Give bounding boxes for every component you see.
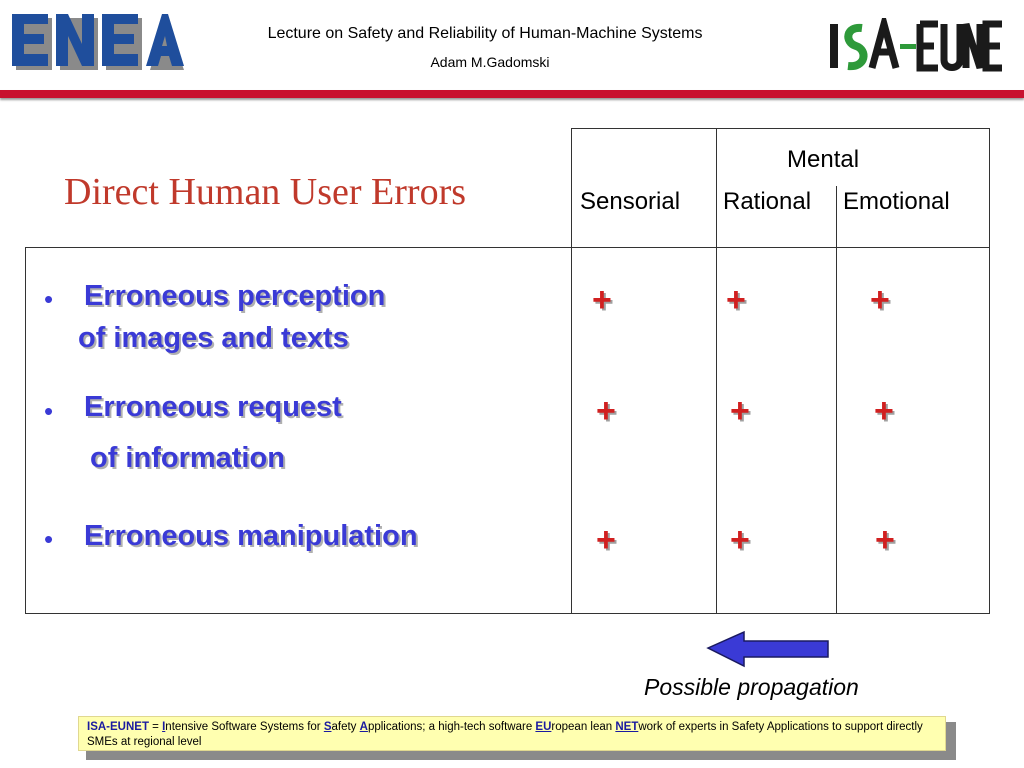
- header-author: Adam M.Gadomski: [430, 54, 550, 70]
- row-3-rational-mark: +: [730, 521, 750, 559]
- column-header-sensorial: Sensorial: [580, 188, 681, 215]
- row-1-label-line2: of images and texts: [78, 322, 349, 354]
- row-3-label: Erroneous manipulation: [84, 520, 418, 552]
- row-2-label-line1: Erroneous request: [84, 391, 342, 423]
- table-border: [25, 247, 990, 248]
- row-2-rational-mark: +: [730, 392, 750, 430]
- header-title: Lecture on Safety and Reliability of Hum…: [267, 25, 703, 42]
- row-1-rational-mark: +: [726, 281, 746, 319]
- bullet-icon: •: [44, 524, 54, 554]
- enea-logo: [12, 10, 187, 77]
- footer-text: work of experts in Safety Applications t…: [87, 721, 923, 748]
- propagation-caption: Possible propagation: [644, 674, 859, 700]
- column-header-rational: Rational: [723, 188, 812, 215]
- table-border: [25, 613, 990, 614]
- table-border: [836, 186, 837, 614]
- table-border: [989, 128, 990, 614]
- footer-text: =: [148, 721, 163, 733]
- footer-initial: S: [323, 721, 332, 733]
- row-3-sensorial-mark: +: [596, 521, 616, 559]
- slide-title: Direct Human User Errors: [64, 171, 467, 213]
- table-border: [716, 128, 717, 614]
- footer-initial: A: [359, 721, 368, 733]
- left-arrow-icon: [706, 630, 832, 675]
- isa-eunet-logo: [828, 10, 1008, 83]
- row-2-emotional-mark: +: [874, 392, 894, 430]
- table-border: [571, 128, 572, 614]
- row-1-emotional-mark: +: [870, 281, 890, 319]
- row-2-sensorial-mark: +: [596, 392, 616, 430]
- footer-text: ropean lean: [551, 721, 616, 733]
- bullet-icon: •: [44, 284, 54, 314]
- footer-text: pplications; a high-tech software: [367, 721, 536, 733]
- row-3-emotional-mark: +: [875, 521, 895, 559]
- table-border: [571, 128, 990, 129]
- footer-lead: ISA-EUNET: [87, 721, 149, 733]
- header-divider: [0, 90, 1024, 98]
- footer-initial: EU: [535, 721, 552, 733]
- footer-note: ISA-EUNET = Intensive Software Systems f…: [78, 716, 946, 751]
- footer-text: ntensive Software Systems for: [165, 721, 324, 733]
- column-header-emotional: Emotional: [843, 188, 950, 215]
- row-1-label-line1: Erroneous perception: [84, 280, 386, 312]
- footer-initial: I: [162, 721, 166, 733]
- footer-initial: NET: [615, 721, 639, 733]
- row-2-label-line2: of information: [90, 442, 285, 474]
- row-1-sensorial-mark: +: [592, 281, 612, 319]
- table-border: [25, 247, 26, 614]
- group-header-mental: Mental: [787, 146, 860, 173]
- footer-text: afety: [331, 721, 360, 733]
- bullet-icon: •: [44, 396, 54, 426]
